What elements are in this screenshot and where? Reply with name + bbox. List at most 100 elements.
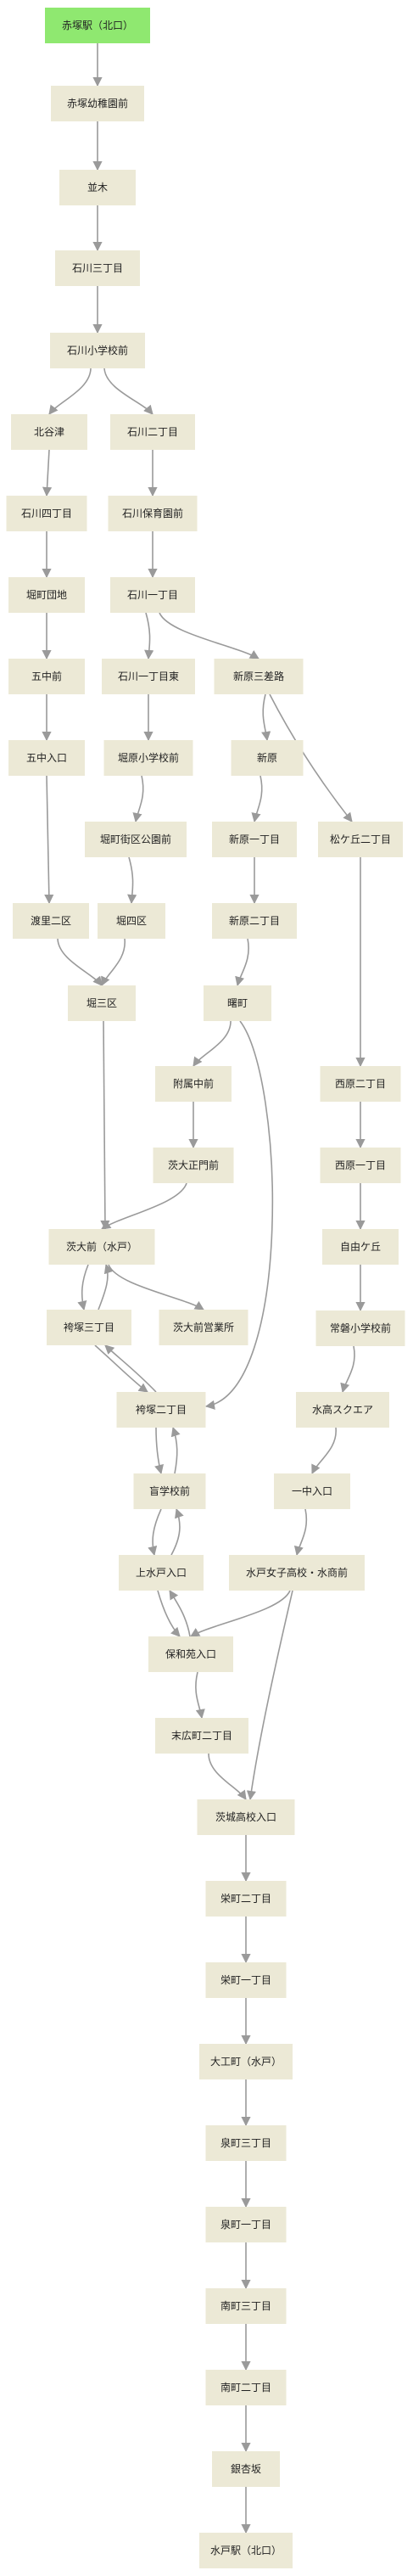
node-akebonocho: 曙町 <box>204 985 271 1021</box>
node-box <box>229 1555 365 1591</box>
node-mito_kitaguchi: 水戸駅（北口） <box>199 2533 293 2568</box>
node-gochu_iriguchi: 五中入口 <box>8 740 85 776</box>
node-box <box>68 985 136 1021</box>
node-izumi1: 泉町一丁目 <box>205 2207 287 2242</box>
node-label: 渡里二区 <box>31 914 71 927</box>
node-hoen_iriguchi: 保和苑入口 <box>148 1636 233 1672</box>
node-hori4: 堀四区 <box>98 903 165 939</box>
node-box <box>8 659 85 694</box>
node-hori_sho: 堀原小学校前 <box>103 740 193 776</box>
node-label: 附属中前 <box>173 1077 214 1090</box>
edge-shinhara_sansaro-to-shinhara <box>261 693 271 742</box>
node-akatsuka: 赤塚駅（北口） <box>45 8 150 43</box>
node-label: 水戸駅（北口） <box>210 2545 282 2556</box>
node-box <box>320 1066 401 1102</box>
edge-gochu_iriguchi-to-watari2 <box>44 775 54 905</box>
node-kamimito_iriguchi: 上水戸入口 <box>119 1555 204 1591</box>
node-ishikawa_sho: 石川小学校前 <box>50 333 145 368</box>
node-label: 南町三丁目 <box>220 2299 271 2312</box>
node-mito_joshi: 水戸女子高校・水商前 <box>229 1555 365 1591</box>
node-label: 常磐小学校前 <box>330 1322 391 1334</box>
node-sakae1: 栄町一丁目 <box>205 1962 287 1998</box>
edge-suehiro2-to-ibaraki_koko <box>208 1753 247 1800</box>
node-box <box>318 822 403 857</box>
node-box <box>197 1799 295 1835</box>
edge-mito_joshi-to-ibaraki_koko <box>246 1590 293 1801</box>
edge-hoen_iriguchi-to-suehiro2 <box>195 1671 205 1720</box>
node-suehiro2: 末広町二丁目 <box>155 1718 248 1754</box>
edge-kitayatsu-to-ishikawa4 <box>42 449 53 497</box>
node-box <box>98 903 165 939</box>
node-label: 石川一丁目 <box>127 589 178 601</box>
edge-bakuro2-to-mogakko <box>154 1427 164 1475</box>
node-box <box>8 740 85 776</box>
node-box <box>133 1473 206 1509</box>
node-label: 茨大前（水戸） <box>66 1240 137 1253</box>
node-label: 茨大前営業所 <box>173 1321 234 1333</box>
node-ishikawa3: 石川三丁目 <box>55 250 140 286</box>
node-label: 泉町三丁目 <box>220 2137 271 2149</box>
node-label: 盲学校前 <box>149 1484 190 1497</box>
node-label: 石川保育園前 <box>122 507 183 519</box>
node-box <box>205 2207 287 2242</box>
node-box <box>322 1229 399 1265</box>
node-shinhara2: 新原二丁目 <box>212 903 297 939</box>
edge-kamimito_iriguchi-to-hoen_iriguchi <box>157 1590 181 1637</box>
node-box <box>11 414 87 450</box>
node-minami2: 南町二丁目 <box>205 2370 287 2405</box>
node-label: 堀四区 <box>116 914 147 927</box>
edge-mogakko-to-bakuro2 <box>170 1426 181 1474</box>
edge-akebonocho-to-bakuro2 <box>204 1020 274 1410</box>
node-label: 石川四丁目 <box>21 508 72 519</box>
edge-akebonocho-to-fuzoku_chu <box>193 1020 232 1067</box>
node-label: 南町二丁目 <box>220 2381 271 2394</box>
node-label: 北谷津 <box>34 426 64 438</box>
node-box <box>8 577 85 613</box>
node-box <box>13 903 89 939</box>
node-ginkyo: 銀杏坂 <box>212 2451 280 2487</box>
edge-ibadai_seimon-to-ibadai_mito <box>101 1182 187 1230</box>
node-shinhara_sansaro: 新原三差路 <box>214 659 304 694</box>
edge-ishikawa_sho-to-ishikawa2 <box>103 368 153 415</box>
node-minami3: 南町三丁目 <box>205 2288 287 2324</box>
node-label: 袴塚二丁目 <box>136 1404 187 1416</box>
node-box <box>296 1392 389 1428</box>
node-label: 堀町団地 <box>26 588 67 601</box>
node-daiku_mito: 大工町（水戸） <box>199 2044 293 2079</box>
node-box <box>199 2533 293 2568</box>
node-horimachi_danchi: 堀町団地 <box>8 577 85 613</box>
node-ishikawa_hoiku: 石川保育園前 <box>108 496 198 531</box>
node-label: 新原 <box>257 751 277 764</box>
node-box <box>116 1392 206 1428</box>
edge-bakuro2-to-bakuro3 <box>104 1344 157 1393</box>
node-box <box>47 1310 131 1345</box>
node-label: 石川一丁目東 <box>118 671 179 682</box>
node-label: 大工町（水戸） <box>210 2056 282 2068</box>
node-label: 堀原小学校前 <box>118 751 179 764</box>
edge-ibadai_mito-to-ibadai_eigyo <box>108 1264 204 1310</box>
node-label: 並木 <box>87 182 108 194</box>
node-ibaraki_koko: 茨城高校入口 <box>197 1799 295 1835</box>
node-box <box>50 333 145 368</box>
node-sakae2: 栄町二丁目 <box>205 1881 287 1917</box>
node-nishihara2: 西原二丁目 <box>320 1066 401 1102</box>
node-label: 赤塚幼稚園前 <box>67 97 128 109</box>
edge-mogakko-to-kamimito_iriguchi <box>148 1508 162 1557</box>
edge-watari2-to-hori3 <box>57 938 103 986</box>
node-box <box>119 1555 204 1591</box>
edge-ishikawa1-to-ishikawa1_higashi <box>144 612 154 660</box>
node-horimachi_koen: 堀町街区公園前 <box>85 822 187 857</box>
node-box <box>315 1310 405 1346</box>
node-label: 松ケ丘二丁目 <box>330 833 391 845</box>
node-label: 五中前 <box>31 670 62 682</box>
node-label: 水高スクエア <box>312 1403 373 1416</box>
edge-bakuro3-to-ibadai_mito <box>98 1263 114 1310</box>
node-label: 茨城高校入口 <box>215 1810 276 1823</box>
node-box <box>159 1310 248 1345</box>
node-label: 末広町二丁目 <box>171 1730 232 1742</box>
node-box <box>110 414 195 450</box>
node-box <box>199 2044 293 2079</box>
node-box <box>155 1066 232 1102</box>
edge-hori4-to-hori3 <box>101 938 126 987</box>
edge-ishikawa_sho-to-kitayatsu <box>48 368 92 415</box>
